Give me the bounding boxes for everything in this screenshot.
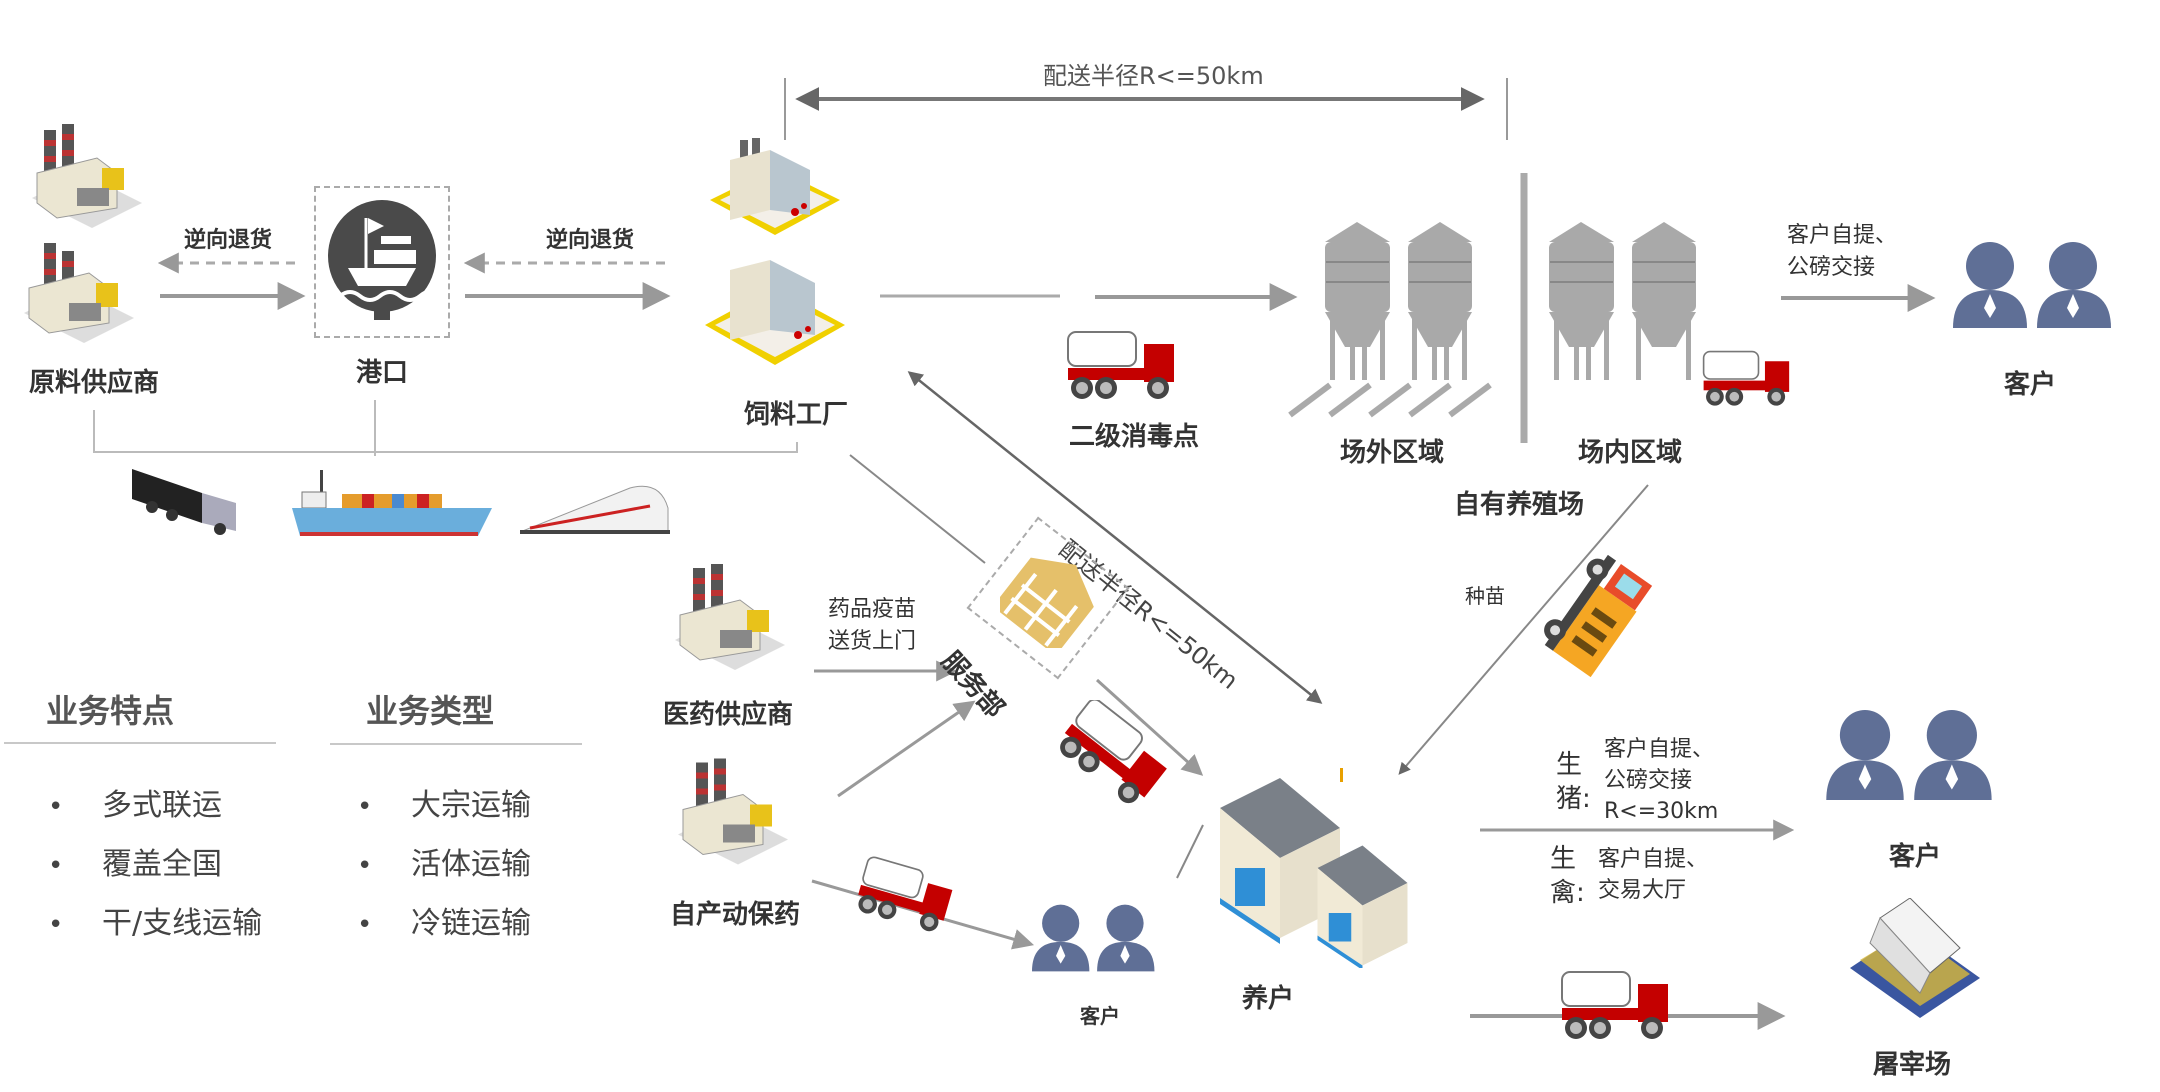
business-features-title: 业务特点 [46,692,175,730]
pig-text-line1: 客户自提、 [1604,737,1715,762]
poultry-prefix-line2: 禽: [1550,878,1585,908]
pig-text-line2: 公磅交接 [1604,768,1693,793]
feature-label: 多式联运 [102,788,222,823]
customer-group-icon [1826,710,1992,800]
farm-house-icon [1220,768,1408,968]
business-types-title: 业务类型 [366,692,495,730]
high-speed-train-icon [520,485,670,534]
node-label-port: 港口 [355,358,409,388]
tanker-truck-icon [1060,700,1167,804]
arrow-farm-to-farmer [1398,484,1649,775]
node-label-inside-area: 场内区域 [1577,438,1683,468]
customer-group-icon [1953,242,2111,328]
silo-icon [1325,222,1472,380]
pig-prefix-line2: 猪: [1556,784,1591,814]
edge-label-reverse-return-2: 逆向退货 [545,228,635,253]
tanker-truck-icon [858,856,953,932]
node-label-slaughterhouse: 屠宰场 [1872,1050,1952,1080]
node-label-customer-right: 客户 [1888,842,1942,872]
ground-hatch [1288,382,1492,418]
edge-label-medicine: 药品疫苗 送货上门 [828,594,916,658]
self-medicine-factory-icon [678,758,788,865]
pig-text-line3: R<=30km [1604,799,1719,824]
truck-icon [132,469,236,535]
node-label-raw-supplier: 原料供应商 [28,368,160,398]
node-label-feed-factory: 饲料工厂 [743,400,849,430]
line-farmer-link [1176,824,1204,879]
bullet-icon: • [48,910,64,940]
edge-label-reverse-return-1: 逆向退货 [183,228,273,253]
tanker-truck-icon [1702,350,1790,406]
tanker-truck-icon [1561,971,1668,1039]
medicine-line1: 药品疫苗 [828,597,917,622]
poultry-prefix-line1: 生 [1550,844,1577,874]
dimension-arrow-diagonal [907,371,1323,704]
port-ship-icon [328,200,436,320]
edge-label-seedling: 种苗 [1465,584,1505,608]
dimension-label-top: 配送半径R<=50km [1043,62,1264,90]
edge-label-pickup-top: 客户自提、 公磅交接 [1787,220,1897,284]
edge-label-poultry-prefix: 生 禽: [1550,842,1585,910]
medicine-supplier-factory-icon [675,564,785,670]
node-label-customer-small: 客户 [1080,1004,1120,1028]
business-feature-item: • 覆盖全国 [48,839,222,883]
port-node[interactable] [314,186,450,338]
pickup-top-line1: 客户自提、 [1787,223,1898,248]
transport-bracket [93,410,798,453]
business-features-rule [4,742,276,744]
warehouse-icon [1000,557,1094,648]
business-feature-item: • 干/支线运输 [48,898,262,942]
feature-label: 覆盖全国 [102,847,222,882]
poultry-text-line1: 客户自提、 [1598,847,1709,872]
bullet-icon: • [48,792,64,822]
node-label-own-farm: 自有养殖场 [1453,490,1585,520]
arrow-service-to-farmer [1095,678,1204,776]
bullet-icon: • [357,792,373,822]
type-label: 活体运输 [411,847,531,882]
type-label: 大宗运输 [411,788,531,823]
node-label-outside-area: 场外区域 [1339,438,1445,468]
seedling-truck-icon [1544,555,1653,678]
node-label-disinfection: 二级消毒点 [1068,422,1200,452]
pickup-top-line2: 公磅交接 [1787,255,1876,280]
type-label: 冷链运输 [411,906,531,941]
slaughterhouse-icon [1850,898,1980,1018]
customer-group-icon [1032,904,1155,972]
pig-prefix-line1: 生 [1556,750,1583,780]
business-type-item: • 活体运输 [357,839,531,883]
medicine-line2: 送货上门 [828,629,917,654]
edge-label-poultry-text: 客户自提、 交易大厅 [1598,844,1708,906]
node-label-self-medicine: 自产动保药 [669,900,801,930]
business-type-item: • 冷链运输 [357,898,531,942]
node-label-medicine-supplier: 医药供应商 [662,700,794,730]
feed-factory-icon [705,138,845,365]
bullet-icon: • [48,851,64,881]
business-type-item: • 大宗运输 [357,780,531,824]
line-factory-to-service [849,454,986,564]
business-types-rule [330,743,582,745]
factory-icon [24,124,142,343]
silo-icon [1549,222,1696,380]
node-label-farmer: 养户 [1241,984,1295,1014]
tanker-truck-icon [1067,331,1174,399]
poultry-text-line2: 交易大厅 [1598,878,1687,903]
bullet-icon: • [357,910,373,940]
edge-label-pig-prefix: 生 猪: [1556,748,1591,816]
business-feature-item: • 多式联运 [48,780,222,824]
container-ship-icon [292,470,492,536]
edge-label-pig-text: 客户自提、 公磅交接 R<=30km [1604,734,1718,827]
bullet-icon: • [357,851,373,881]
node-label-customer-top: 客户 [2003,370,2057,400]
feature-label: 干/支线运输 [102,906,263,941]
arrow-selfmed-to-service [837,700,976,798]
